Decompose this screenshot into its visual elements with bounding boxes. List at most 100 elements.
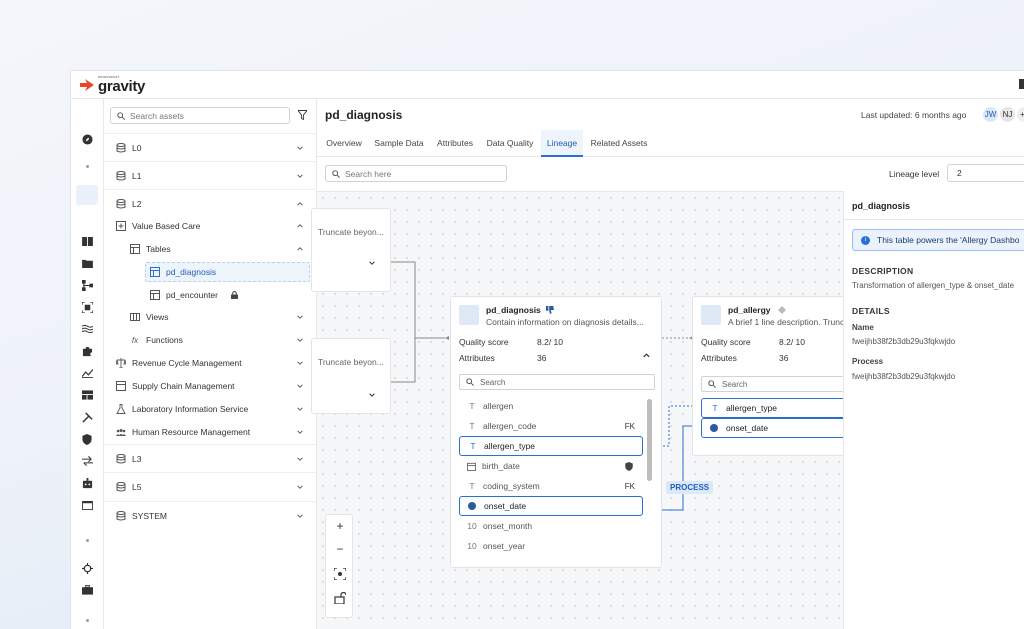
attribute-row[interactable]: 10 onset_month bbox=[459, 516, 643, 536]
attribute-row-highlighted[interactable]: onset_date bbox=[701, 418, 861, 438]
tab-data-quality[interactable]: Data Quality bbox=[486, 138, 534, 148]
avatar[interactable]: NJ bbox=[999, 106, 1016, 123]
lineage-node-pd-diagnosis[interactable]: pd_diagnosis Contain information on diag… bbox=[450, 296, 662, 568]
attribute-row-highlighted[interactable]: T allergen_type bbox=[459, 436, 643, 456]
chevron-up-icon[interactable] bbox=[642, 351, 651, 360]
swap-icon[interactable] bbox=[81, 455, 93, 467]
chevron-down-icon[interactable] bbox=[296, 172, 304, 180]
tree-item-tables[interactable]: Tables bbox=[104, 238, 317, 260]
lineage-search-input[interactable]: Search here bbox=[325, 165, 507, 182]
avatar[interactable]: JW bbox=[982, 106, 999, 123]
notification-icon[interactable] bbox=[1019, 79, 1024, 89]
tools-icon[interactable] bbox=[81, 411, 93, 423]
tab-lineage[interactable]: Lineage bbox=[541, 130, 583, 157]
chevron-down-icon[interactable] bbox=[296, 428, 304, 436]
attribute-row-highlighted[interactable]: T allergen_type bbox=[701, 398, 861, 418]
asset-search-input[interactable]: Search assets bbox=[110, 107, 290, 124]
tree-item-system[interactable]: SYSTEM bbox=[104, 501, 317, 530]
chevron-down-icon[interactable] bbox=[296, 144, 304, 152]
table-icon bbox=[130, 244, 140, 254]
table-icon bbox=[150, 267, 160, 277]
line-chart-icon[interactable] bbox=[81, 367, 93, 379]
tree-item-pd-encounter[interactable]: pd_encounter bbox=[104, 284, 317, 306]
tree-item-value-based-care[interactable]: Value Based Care bbox=[104, 215, 317, 237]
hierarchy-icon[interactable] bbox=[81, 279, 93, 291]
tab-sample-data[interactable]: Sample Data bbox=[374, 138, 424, 148]
tree-item-functions[interactable]: fx Functions bbox=[104, 329, 317, 351]
chevron-up-icon[interactable] bbox=[296, 245, 304, 253]
attribute-row[interactable]: T coding_system FK bbox=[459, 476, 643, 496]
briefcase-icon[interactable] bbox=[81, 584, 93, 596]
attribute-row[interactable]: 10 onset_year bbox=[459, 536, 643, 556]
attribute-row-highlighted[interactable]: onset_date bbox=[459, 496, 643, 516]
node-thumbnail bbox=[459, 305, 479, 325]
tab-related-assets[interactable]: Related Assets bbox=[590, 138, 648, 148]
process-label[interactable]: PROCESS bbox=[666, 481, 714, 494]
tree-item-l3[interactable]: L3 bbox=[104, 444, 317, 472]
attribute-search-input[interactable]: Search bbox=[701, 376, 861, 392]
attribute-name: onset_year bbox=[483, 541, 526, 551]
chevron-down-icon[interactable] bbox=[296, 313, 304, 321]
chevron-down-icon[interactable] bbox=[296, 483, 304, 491]
puzzle-icon[interactable] bbox=[81, 345, 93, 357]
database-icon bbox=[116, 482, 126, 492]
database-icon bbox=[116, 453, 126, 463]
tree-item-l0[interactable]: L0 bbox=[104, 133, 317, 161]
attribute-row[interactable]: T allergen_code FK bbox=[459, 416, 643, 436]
quality-score-label: Quality score bbox=[701, 337, 751, 347]
tree-item-views[interactable]: Views bbox=[104, 306, 317, 328]
waves-icon[interactable] bbox=[81, 323, 93, 335]
shield-icon[interactable] bbox=[81, 433, 93, 445]
attribute-search-input[interactable]: Search bbox=[459, 374, 655, 390]
lineage-level-select[interactable]: 2 bbox=[947, 164, 1024, 182]
tree-item-human-resource-management[interactable]: Human Resource Management bbox=[104, 421, 317, 443]
crosshair-icon[interactable] bbox=[81, 562, 93, 574]
tab-attributes[interactable]: Attributes bbox=[437, 138, 473, 148]
chevron-down-icon[interactable] bbox=[296, 405, 304, 413]
attribute-scrollbar[interactable] bbox=[647, 399, 652, 481]
tree-item-supply-chain-management[interactable]: Supply Chain Management bbox=[104, 375, 317, 397]
tab-overview[interactable]: Overview bbox=[326, 138, 362, 148]
lineage-node-pd-allergy[interactable]: pd_allergy A brief 1 line description. T… bbox=[692, 296, 861, 456]
robot-icon[interactable] bbox=[81, 477, 93, 489]
upstream-node[interactable]: Truncate beyon... bbox=[311, 338, 391, 414]
filter-icon[interactable] bbox=[298, 110, 307, 120]
attribute-row[interactable]: birth_date bbox=[459, 456, 643, 476]
foreign-key-badge: FK bbox=[624, 481, 635, 491]
chevron-down-icon[interactable] bbox=[296, 455, 304, 463]
search-icon bbox=[117, 111, 125, 120]
quality-score-value: 8.2/ 10 bbox=[779, 337, 805, 347]
chevron-down-icon[interactable] bbox=[368, 391, 376, 399]
attributes-label: Attributes bbox=[701, 353, 737, 363]
chevron-up-icon[interactable] bbox=[296, 200, 304, 208]
unlock-icon[interactable] bbox=[334, 592, 346, 604]
fit-view-icon[interactable] bbox=[334, 568, 346, 580]
attribute-row[interactable]: T allergen bbox=[459, 396, 643, 416]
terminal-icon[interactable] bbox=[81, 499, 93, 511]
zoom-out-button[interactable]: − bbox=[336, 542, 344, 556]
chevron-down-icon[interactable] bbox=[296, 382, 304, 390]
folder-icon[interactable] bbox=[81, 257, 93, 269]
scan-icon[interactable] bbox=[81, 301, 93, 313]
chevron-down-icon[interactable] bbox=[296, 512, 304, 520]
rail-active-item[interactable] bbox=[76, 185, 98, 205]
compass-icon[interactable] bbox=[81, 133, 93, 145]
avatar-overflow[interactable]: +2 bbox=[1016, 106, 1024, 123]
zoom-in-button[interactable]: + bbox=[336, 519, 344, 533]
brand-logo[interactable]: innovaccer gravity bbox=[79, 75, 145, 94]
chevron-down-icon[interactable] bbox=[296, 359, 304, 367]
chevron-down-icon[interactable] bbox=[296, 336, 304, 344]
quality-score-label: Quality score bbox=[459, 337, 509, 347]
tree-item-l5[interactable]: L5 bbox=[104, 472, 317, 501]
chevron-up-icon[interactable] bbox=[296, 222, 304, 230]
upstream-node[interactable]: Truncate beyon... bbox=[311, 208, 391, 292]
book-icon[interactable] bbox=[81, 235, 93, 247]
tree-item-laboratory-information-service[interactable]: Laboratory Information Service bbox=[104, 398, 317, 420]
tree-item-l2[interactable]: L2 bbox=[104, 189, 317, 217]
tree-item-revenue-cycle-management[interactable]: Revenue Cycle Management bbox=[104, 352, 317, 374]
tree-item-pd-diagnosis[interactable]: pd_diagnosis bbox=[104, 261, 317, 283]
lineage-canvas[interactable]: Truncate beyon... Truncate beyon... pd_d… bbox=[311, 191, 861, 629]
chevron-down-icon[interactable] bbox=[368, 259, 376, 267]
tree-item-l1[interactable]: L1 bbox=[104, 161, 317, 189]
dashboard-icon[interactable] bbox=[81, 389, 93, 401]
